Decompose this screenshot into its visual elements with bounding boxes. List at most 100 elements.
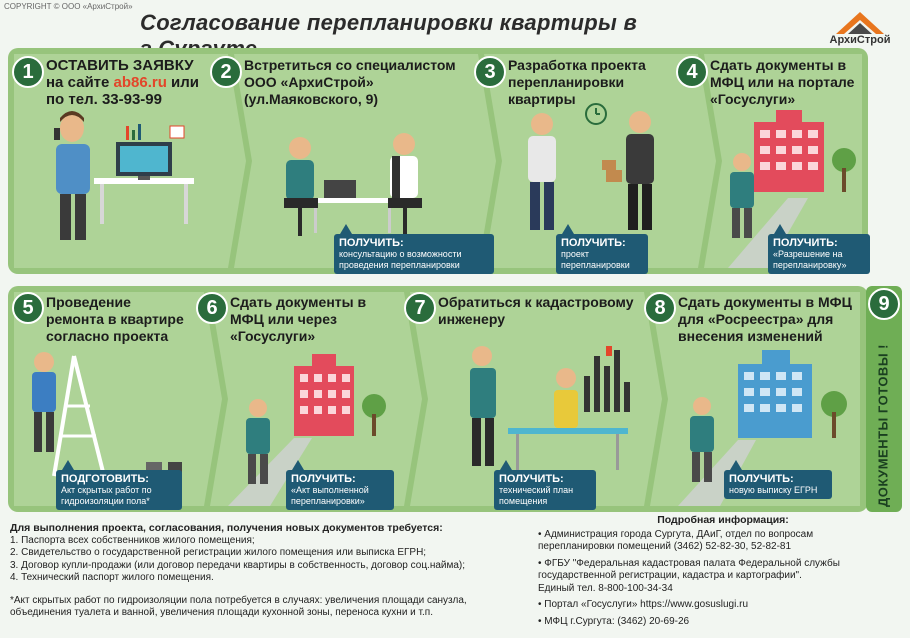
- step-7-line2: инженеру: [438, 311, 505, 327]
- step-8-line3: внесения изменений: [678, 328, 823, 344]
- step-8-number: 8: [644, 292, 676, 324]
- note-line-2: объединения туалета и ванной, увеличения…: [10, 607, 433, 618]
- step-2-line2: ООО «АрхиСтрой»: [244, 74, 374, 90]
- step-7-result-l1: технический план: [499, 485, 574, 495]
- step-6-result: ПОЛУЧИТЬ: «Акт выполненной перепланировк…: [286, 460, 394, 510]
- step-3-line1: Разработка проекта: [508, 57, 646, 73]
- step-8-line1: Сдать документы в МФЦ: [678, 294, 852, 310]
- step-9-number: 9: [868, 288, 900, 320]
- step-8-text: Сдать документы в МФЦ для «Росреестра» д…: [678, 294, 864, 345]
- step-7-line1: Обратиться к кадастровому: [438, 294, 634, 310]
- handshake-illustration: [528, 103, 654, 230]
- step-3-result: ПОЛУЧИТЬ: проект перепланировки: [556, 224, 648, 274]
- documents-ready-label: ДОКУМЕНТЫ ГОТОВЫ !: [875, 344, 891, 507]
- step-3-result-l2: перепланировки: [561, 260, 630, 270]
- step-2-line1: Встретиться со специалистом: [244, 57, 456, 73]
- info-admin-l2: перепланировки помещений (3462) 52-82-30…: [538, 541, 792, 552]
- step-5-result-l1: Акт скрытых работ по: [61, 485, 152, 495]
- step-8-result-title: ПОЛУЧИТЬ:: [729, 473, 794, 485]
- step-3-result-title: ПОЛУЧИТЬ:: [561, 237, 626, 249]
- requirement-item-2: 2. Свидетельство о государственной регис…: [10, 547, 427, 558]
- step-4-result: ПОЛУЧИТЬ: «Разрешение на перепланировку»: [768, 224, 870, 274]
- step-1-text: ОСТАВИТЬ ЗАЯВКУ на сайте ab86.ru или по …: [46, 57, 230, 108]
- step-2-result-title: ПОЛУЧИТЬ:: [339, 237, 404, 249]
- company-logo: [836, 12, 884, 34]
- step-5-number: 5: [12, 292, 44, 324]
- requirement-item-4: 4. Технический паспорт жилого помещения.: [10, 572, 214, 583]
- info-item-fgbu: • ФГБУ "Федеральная кадастровая палата Ф…: [538, 558, 908, 596]
- info-admin-l1: • Администрация города Сургута, ДАиГ, от…: [538, 528, 814, 540]
- step-6-line1: Сдать документы в: [230, 294, 367, 310]
- info-fgbu-l1: • ФГБУ "Федеральная кадастровая палата Ф…: [538, 557, 840, 569]
- step-7-text: Обратиться к кадастровому инженеру: [438, 294, 650, 328]
- requirements-section: Для выполнения проекта, согласования, по…: [10, 522, 530, 620]
- step-4-result-l1: «Разрешение на: [773, 249, 843, 259]
- step-1-line1: ОСТАВИТЬ ЗАЯВКУ: [46, 57, 194, 74]
- step-1-line2a: на сайте: [46, 74, 114, 91]
- info-section: Подробная информация: • Администрация го…: [538, 514, 908, 632]
- cadastral-engineer-illustration: [470, 346, 630, 470]
- step-4-line3: «Госуслуги»: [710, 91, 796, 107]
- step-7-result-title: ПОЛУЧИТЬ:: [499, 473, 564, 485]
- step-4-line1: Сдать документы в: [710, 57, 847, 73]
- step-5-result: ПОДГОТОВИТЬ: Акт скрытых работ по гидрои…: [56, 460, 182, 510]
- painter-on-ladder-illustration: [32, 352, 182, 482]
- step-2-result-l1: консультацию о возможности: [339, 249, 462, 259]
- step-6-result-l2: перепланировки»: [291, 496, 365, 506]
- step-8-result-l1: новую выписку ЕГРН: [729, 485, 818, 495]
- step-3-line2: перепланировки: [508, 74, 625, 90]
- building-rosreestr-illustration: [678, 350, 847, 506]
- step-6-number: 6: [196, 292, 228, 324]
- step-2-number: 2: [210, 56, 242, 88]
- step-3-result-l1: проект: [561, 249, 590, 259]
- step-5-line2: ремонта в квартире: [46, 311, 184, 327]
- steps-row-1: [8, 48, 868, 274]
- info-item-admin: • Администрация города Сургута, ДАиГ, от…: [538, 529, 908, 554]
- step-4-result-l2: перепланировку»: [773, 260, 847, 270]
- step-5-line3: согласно проекта: [46, 328, 169, 344]
- step-4-result-title: ПОЛУЧИТЬ:: [773, 237, 838, 249]
- step-7-result-l2: помещения: [499, 496, 548, 506]
- step-6-line2: МФЦ или через: [230, 311, 337, 327]
- step-3-text: Разработка проекта перепланировки кварти…: [508, 57, 684, 108]
- step-2-result: ПОЛУЧИТЬ: консультацию о возможности про…: [334, 224, 494, 274]
- meeting-at-desk-illustration: [284, 133, 422, 236]
- step-6-result-l1: «Акт выполненной: [291, 485, 369, 495]
- step-3-line3: квартиры: [508, 91, 576, 107]
- step-7-result: ПОЛУЧИТЬ: технический план помещения: [494, 460, 596, 510]
- step-1-line2b: или: [166, 74, 200, 91]
- info-fgbu-l2: государственной регистрации, кадастра и …: [538, 570, 802, 581]
- note-line-1: *Акт скрытых работ по гидроизоляции пола…: [10, 594, 467, 606]
- building-gosuslugi-illustration: [228, 354, 386, 506]
- step-6-text: Сдать документы в МФЦ или через «Госуслу…: [230, 294, 402, 345]
- step-5-line1: Проведение: [46, 294, 131, 310]
- step-4-text: Сдать документы в МФЦ или на портале «Го…: [710, 57, 866, 108]
- requirements-note: *Акт скрытых работ по гидроизоляции пола…: [10, 595, 530, 620]
- step-4-line2: МФЦ или на портале: [710, 74, 855, 90]
- requirement-item-3: 3. Договор купли-продажи (или договор пе…: [10, 559, 466, 571]
- requirement-item-1: 1. Паспорта всех собственников жилого по…: [10, 534, 255, 546]
- info-item-gosuslugi[interactable]: • Портал «Госуслуги» https://www.gosuslu…: [538, 599, 749, 610]
- step-8-result: ПОЛУЧИТЬ: новую выписку ЕГРН: [724, 460, 832, 499]
- person-with-computer-illustration: [54, 111, 194, 240]
- step-2-text: Встретиться со специалистом ООО «АрхиСтр…: [244, 57, 474, 108]
- step-1-line3: по тел. 33-93-99: [46, 91, 162, 108]
- step-2-line3: (ул.Маяковского, 9): [244, 91, 379, 107]
- requirements-heading: Для выполнения проекта, согласования, по…: [10, 522, 443, 534]
- info-fgbu-l3: Единый тел. 8-800-100-34-34: [538, 582, 673, 594]
- step-1-number: 1: [12, 56, 44, 88]
- step-5-result-title: ПОДГОТОВИТЬ:: [61, 473, 149, 485]
- step-9-text-wrap: ДОКУМЕНТЫ ГОТОВЫ !: [868, 300, 900, 507]
- info-heading: Подробная информация:: [657, 514, 789, 526]
- step-7-number: 7: [404, 292, 436, 324]
- info-item-mfc: • МФЦ г.Сургута: (3462) 20-69-26: [538, 615, 690, 627]
- step-5-text: Проведение ремонта в квартире согласно п…: [46, 294, 204, 345]
- step-4-number: 4: [676, 56, 708, 88]
- step-8-line2: для «Росреестра» для: [678, 311, 834, 327]
- building-mfc-illustration: [728, 110, 856, 268]
- step-1-site-link[interactable]: ab86.ru: [113, 74, 167, 91]
- step-6-line3: «Госуслуги»: [230, 328, 316, 344]
- step-5-result-l2: гидроизоляции пола*: [61, 496, 150, 506]
- step-2-result-l2: проведения перепланировки: [339, 260, 460, 270]
- copyright: COPYRIGHT © ООО «АрхиСтрой»: [4, 2, 133, 11]
